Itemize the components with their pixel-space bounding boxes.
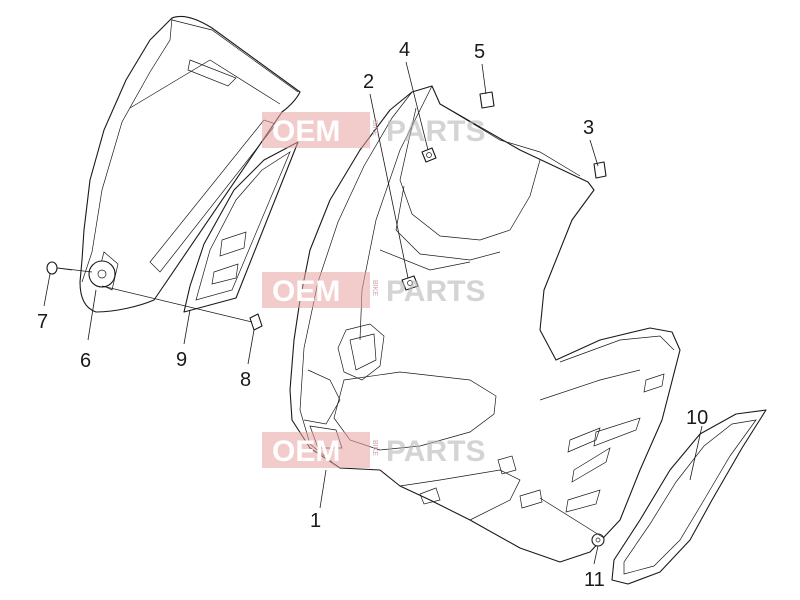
watermark-brand-right: PARTS	[386, 435, 485, 468]
callout-8: 8	[240, 369, 251, 391]
part-4-screw	[421, 147, 437, 163]
leader-8	[247, 329, 255, 365]
part-8-clip	[249, 313, 263, 331]
watermark-brand-right: PARTS	[386, 115, 485, 148]
watermark-brand-small: BIKE	[371, 280, 378, 296]
watermark-brand-small: BIKE	[371, 440, 378, 456]
part-5-clip	[479, 91, 495, 109]
callout-5: 5	[474, 41, 485, 63]
callout-1: 1	[310, 510, 321, 532]
watermark-bottom: OEM BIKE PARTS	[262, 432, 485, 468]
part-6-front-shield-cover	[79, 15, 301, 313]
assembly-line-11-1	[539, 497, 605, 539]
assembly-line-6-8	[101, 285, 253, 323]
leader-10	[689, 425, 703, 481]
leader-7	[43, 273, 51, 307]
leader-2	[369, 93, 409, 279]
leader-lines	[43, 61, 703, 565]
leader-11	[593, 545, 599, 565]
watermark-middle: OEM BIKE PARTS	[262, 272, 485, 308]
watermark-brand-left: OEM	[272, 275, 340, 308]
leader-4	[405, 61, 429, 151]
leader-5	[481, 63, 487, 95]
watermark-brand-left: OEM	[272, 435, 340, 468]
leader-3	[589, 139, 599, 167]
leader-9	[183, 309, 191, 345]
part-2-bracket	[401, 275, 419, 291]
callout-4: 4	[399, 39, 410, 61]
callout-3: 3	[583, 117, 594, 139]
part-11-screw	[591, 533, 605, 547]
part-3-clip	[593, 161, 607, 179]
callout-2: 2	[363, 71, 374, 93]
part-9-side-panel	[183, 141, 299, 313]
watermark-brand-small: BIKE	[371, 120, 378, 136]
part-1-front-shield	[289, 85, 681, 563]
watermark-brand-left: OEM	[272, 115, 340, 148]
callout-labels: 1 2 3 4 5 6 7 8 9 10 11	[37, 39, 708, 591]
assembly-line-7-6	[57, 267, 93, 273]
callout-6: 6	[80, 350, 91, 372]
watermark-top: OEM BIKE PARTS	[262, 112, 485, 148]
callout-11: 11	[584, 569, 605, 591]
leader-6	[87, 289, 97, 341]
watermark-brand-right: PARTS	[386, 275, 485, 308]
callout-9: 9	[176, 349, 187, 371]
callout-7: 7	[37, 311, 48, 333]
leader-1	[319, 469, 327, 509]
callout-10: 10	[686, 407, 708, 429]
